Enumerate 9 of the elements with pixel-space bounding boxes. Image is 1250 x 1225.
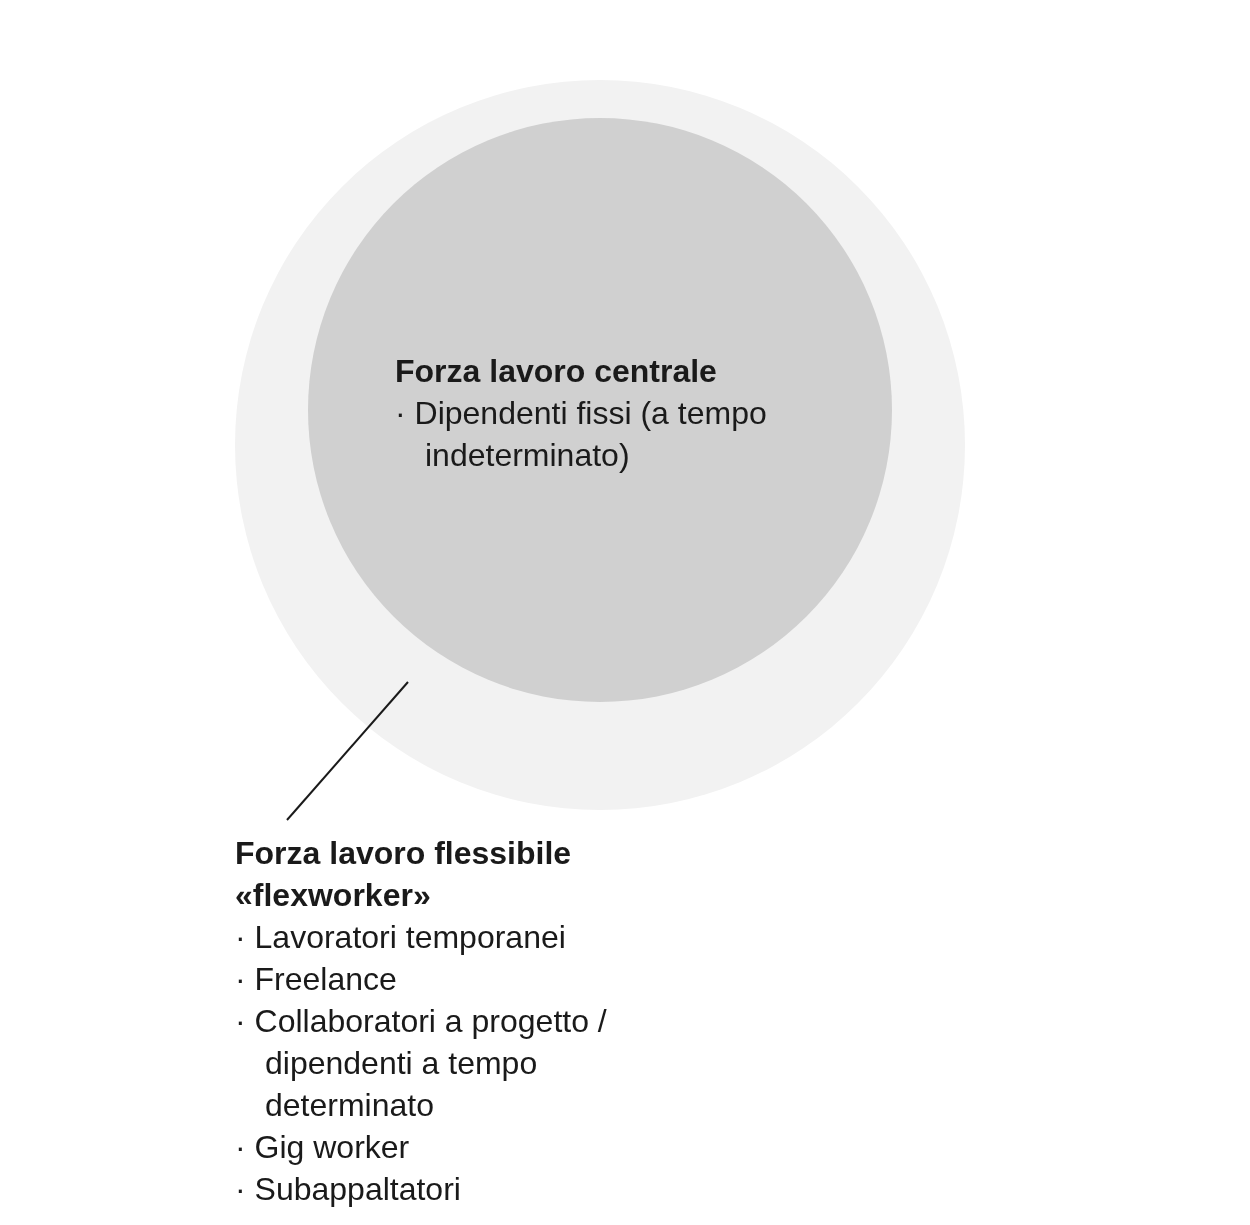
list-item: · Collaboratori a progetto / dipendenti a tempo determinato xyxy=(235,1002,608,1125)
heading: Forza lavoro flessibile «flexworker» xyxy=(235,834,573,915)
list-item: · Freelance xyxy=(235,960,398,999)
list-item: · Subappaltatori xyxy=(235,1170,462,1209)
list-item: · Lavoratori temporanei xyxy=(235,918,567,957)
heading: Forza lavoro centrale xyxy=(395,352,718,391)
leader-line xyxy=(286,681,409,821)
list-item: · Dipendenti fissi (a tempo indeterminato) xyxy=(395,394,768,475)
list-item: · Gig worker xyxy=(235,1128,411,1167)
